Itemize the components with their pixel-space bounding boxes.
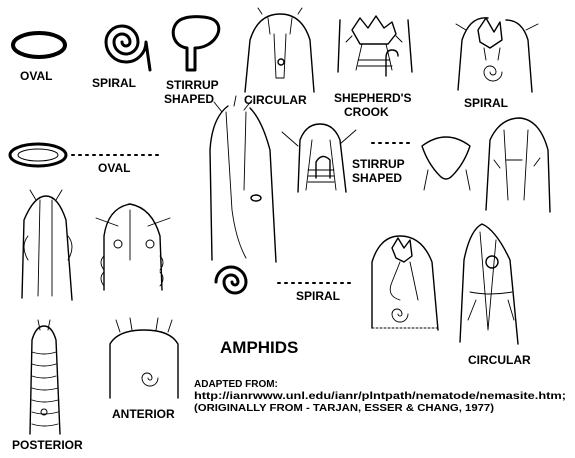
stirrup-amphid-icon <box>171 15 221 72</box>
head-lower-left-1 <box>21 189 73 301</box>
oval-head-body <box>209 95 277 263</box>
label-anterior: ANTERIOR <box>112 407 175 421</box>
spiral-head-top <box>455 17 539 93</box>
spiral-head-bottom <box>371 235 439 331</box>
label-posterior: POSTERIOR <box>12 438 83 452</box>
label-spiral-mid: SPIRAL <box>296 289 340 303</box>
shepherds-crook-head <box>337 15 413 77</box>
label-spiral-top-right: SPIRAL <box>464 96 508 110</box>
label-shepherds-1: SHEPHERD'S <box>334 91 412 105</box>
stirrup-cup-icon <box>421 136 471 191</box>
label-stirrup-mid-1: STIRRUP <box>352 157 405 171</box>
label-stirrup-mid-2: SHAPED <box>352 171 402 185</box>
label-shepherds-2: CROOK <box>344 105 389 119</box>
circular-head-mid <box>485 117 551 213</box>
head-lower-left-2 <box>95 203 171 291</box>
posterior-body <box>29 319 61 435</box>
spiral-amphid-icon <box>104 24 152 72</box>
label-oval-mid: OVAL <box>98 161 130 175</box>
label-oval-top: OVAL <box>20 69 52 83</box>
credit-line-1: ADAPTED FROM: <box>194 379 278 390</box>
label-circular-bottom: CIRCULAR <box>468 353 531 367</box>
label-stirrup-top-2: SHAPED <box>164 92 214 106</box>
label-spiral-top: SPIRAL <box>92 76 136 90</box>
anterior-head <box>109 317 179 399</box>
credit-line-2: http://ianrwww.unl.edu/ianr/plntpath/nem… <box>194 391 566 402</box>
label-stirrup-top-1: STIRRUP <box>166 78 219 92</box>
oval-amphid-icon <box>11 31 67 59</box>
circular-head-top <box>244 7 315 93</box>
diagram-title: AMPHIDS <box>220 338 298 357</box>
spiral-amphid-mid-icon <box>214 265 248 295</box>
circular-head-bottom <box>459 223 519 345</box>
oval-amphid-mid-icon <box>8 142 68 168</box>
credit-line-3: (ORIGINALLY FROM - TARJAN, ESSER & CHANG… <box>194 403 494 414</box>
label-circular-top: CIRCULAR <box>244 93 307 107</box>
stirrup-head-mid <box>281 123 357 193</box>
